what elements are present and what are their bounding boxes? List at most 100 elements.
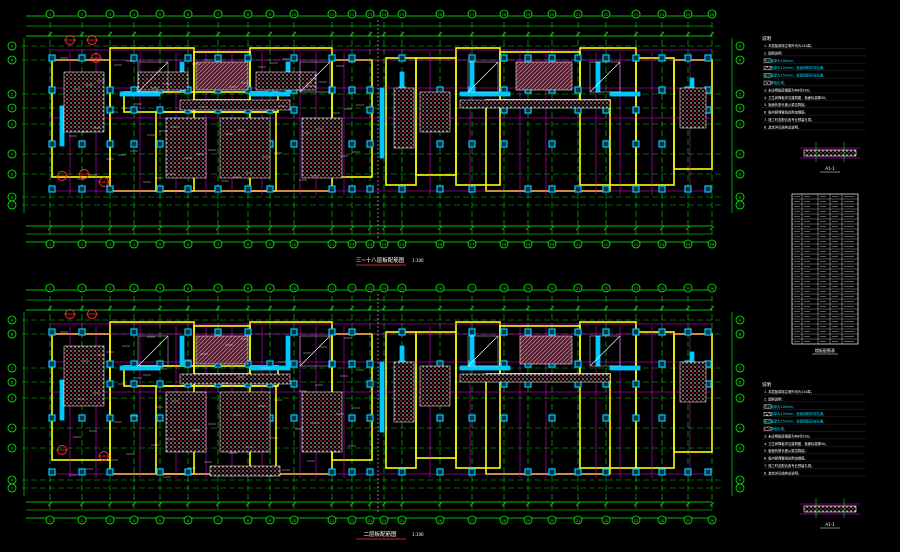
column <box>366 380 374 388</box>
shear-wall <box>595 61 601 93</box>
column <box>78 140 86 148</box>
hatched-slab-area <box>195 335 249 365</box>
opening-outline <box>299 335 331 367</box>
axis-label-top: 6 <box>187 13 189 17</box>
column <box>658 360 666 368</box>
column <box>130 328 138 336</box>
axis-bubble-bottom <box>183 239 193 249</box>
hatched-slab-area <box>393 361 415 423</box>
dim-tick <box>245 305 251 311</box>
axis-label-right: E <box>739 396 741 400</box>
column <box>398 54 406 62</box>
axis-label-bottom: 14 <box>382 243 387 247</box>
legend-swatch <box>763 80 772 85</box>
column <box>106 380 114 388</box>
axis-label-top: 25 <box>686 13 690 17</box>
hatched-slab-area <box>301 391 343 453</box>
column <box>366 140 374 148</box>
detail-slab <box>803 505 857 513</box>
dim-tick <box>437 501 443 507</box>
axis-bubble-right <box>735 119 745 129</box>
axis-label-bottom: 4 <box>133 243 136 247</box>
column <box>328 54 336 62</box>
column <box>78 185 86 193</box>
hatched-slab-area <box>255 71 317 91</box>
note-item: 7. 施工时应配合各专业预留孔洞。 <box>764 463 814 468</box>
axis-label-left: F <box>11 152 13 156</box>
hatched-slab-area <box>519 335 573 365</box>
column <box>574 86 582 94</box>
dim-tick <box>659 31 665 37</box>
axis-label-bottom: 3 <box>109 243 111 247</box>
dim-tick <box>157 305 163 311</box>
axis-bubble-bottom <box>365 239 375 249</box>
axis-label-bottom: 23 <box>634 243 638 247</box>
shear-wall <box>119 365 161 371</box>
column <box>106 468 114 476</box>
opening-outline <box>467 61 499 93</box>
axis-bubble-top <box>547 9 557 19</box>
dim-tick <box>215 501 221 507</box>
opening-outline <box>467 335 499 367</box>
axis-bubble-left <box>7 89 17 99</box>
axis-label-bottom: 11 <box>330 519 334 523</box>
column <box>658 414 666 422</box>
axis-bubble-bottom <box>707 239 717 249</box>
column <box>366 360 374 368</box>
axis-bubble-right <box>735 89 745 99</box>
dim-tick <box>367 305 373 311</box>
axis-bubble-top <box>435 283 445 293</box>
shear-wall <box>379 361 385 433</box>
axis-bubble-bottom <box>657 239 667 249</box>
dim-tick <box>501 501 507 507</box>
dim-tick <box>525 31 531 37</box>
note-item: 8. 其余详见结构总说明。 <box>764 470 801 475</box>
dim-tick <box>603 501 609 507</box>
axis-bubble-left <box>7 103 17 113</box>
axis-label-top: 19 <box>526 13 530 17</box>
column <box>398 328 406 336</box>
dim-tick <box>659 305 665 311</box>
column <box>214 185 222 193</box>
dim-tick <box>329 305 335 311</box>
hatched-slab-area <box>459 99 611 109</box>
axis-label-bottom: 5 <box>159 243 161 247</box>
axis-bubble-top <box>397 283 407 293</box>
note-item: 表示板厚为100mm。 <box>764 404 797 409</box>
axis-bubble-top <box>523 9 533 19</box>
column <box>574 185 582 193</box>
axis-bubble-top <box>155 283 165 293</box>
axis-label-top: 20 <box>550 287 554 291</box>
column <box>184 185 192 193</box>
axis-label-top: 20 <box>550 13 554 17</box>
column <box>48 86 56 94</box>
axis-label-bottom: 22 <box>604 243 608 247</box>
axis-label-top: 17 <box>470 13 474 17</box>
column <box>398 185 406 193</box>
axis-bubble-top <box>601 9 611 19</box>
axis-label-bottom: 26 <box>710 243 714 247</box>
shear-wall <box>285 335 291 367</box>
column <box>348 185 356 193</box>
column <box>130 140 138 148</box>
axis-label-top: 24 <box>660 13 665 17</box>
axis-label-bottom: 4 <box>133 519 136 523</box>
column <box>366 106 374 114</box>
column <box>156 106 164 114</box>
axis-label-top: 8 <box>247 287 249 291</box>
column <box>106 414 114 422</box>
dim-tick <box>709 31 715 37</box>
axis-bubble-top <box>683 9 693 19</box>
axis-bubble-top <box>499 283 509 293</box>
dim-tick <box>267 225 273 231</box>
axis-bubble-top <box>289 283 299 293</box>
dim-tick <box>633 501 639 507</box>
axis-label-right: F <box>739 152 741 156</box>
axis-bubble-bottom <box>631 515 641 525</box>
column <box>632 380 640 388</box>
dim-tick <box>349 501 355 507</box>
dim-tick <box>157 501 163 507</box>
column <box>574 360 582 368</box>
axis-bubble-top <box>657 283 667 293</box>
axis-label-bottom: 17 <box>470 519 474 523</box>
